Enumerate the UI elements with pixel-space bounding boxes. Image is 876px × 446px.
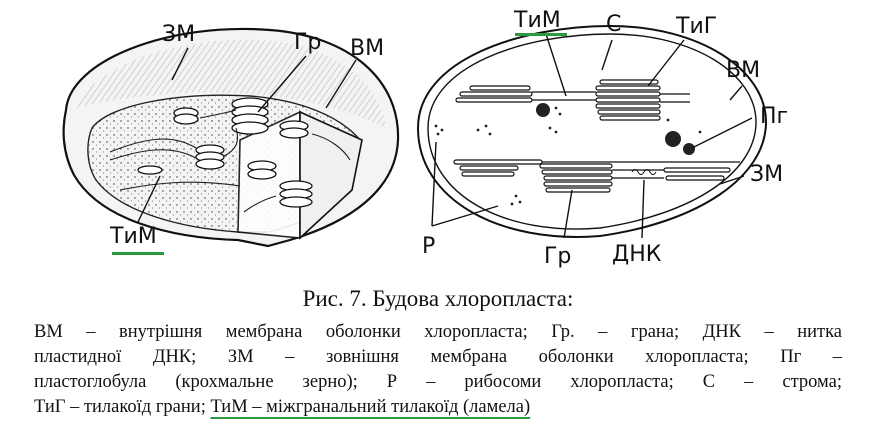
label-tym-left: ТиМ xyxy=(110,224,157,249)
label-pg: Пг xyxy=(760,104,789,129)
label-zm-right: ЗМ xyxy=(750,162,784,187)
highlight-underline-right xyxy=(515,33,567,36)
chloroplast-3d-drawing xyxy=(62,27,400,248)
label-s: С xyxy=(606,12,622,37)
chloroplast-cross-section xyxy=(416,24,768,239)
label-vm-left: ВМ xyxy=(350,36,385,61)
legend-highlighted-text: ТиМ – міжгранальний тилакоїд (ламела) xyxy=(210,397,531,417)
legend-line: пластидної ДНК; ЗМ – зовнішня мембрана о… xyxy=(34,347,842,367)
figure-legend: ВМ – внутрішня мембрана оболонки хлоропл… xyxy=(34,320,842,420)
figure-caption-title: Рис. 7. Будова хлоропласта: xyxy=(302,286,574,311)
label-vm-right: ВМ xyxy=(726,58,761,83)
label-gr-right: Гр xyxy=(544,244,572,269)
legend-line: ВМ – внутрішня мембрана оболонки хлоропл… xyxy=(34,322,842,342)
legend-text: ТиГ – тилакоїд грани; xyxy=(34,397,211,417)
label-zm-left: ЗМ xyxy=(162,22,196,47)
label-dnk: ДНК xyxy=(612,242,662,267)
label-r: Р xyxy=(422,234,436,259)
label-tym-right: ТиМ xyxy=(514,8,561,33)
legend-line-last: ТиГ – тилакоїд грани; ТиМ – міжгранальни… xyxy=(34,395,842,420)
label-gr-left: Гр xyxy=(294,30,322,55)
highlight-underline-left xyxy=(112,252,164,255)
legend-line: пластоглобула (крохмальне зерно); Р – ри… xyxy=(34,372,842,392)
label-tyg: ТиГ xyxy=(676,14,718,39)
